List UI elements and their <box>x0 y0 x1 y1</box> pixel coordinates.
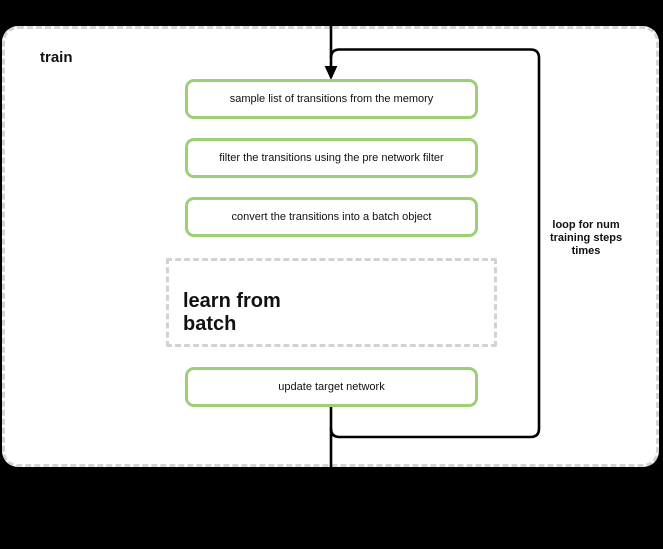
node-learn-from-batch-label: learn from batch <box>183 290 281 335</box>
node-learn-from-batch: learn from batch <box>166 258 497 347</box>
node-update-target-network: update target network <box>185 367 478 407</box>
node-sample-transitions-label: sample list of transitions from the memo… <box>229 93 434 105</box>
node-update-target-network-label: update target network <box>278 381 385 393</box>
node-convert-batch: convert the transitions into a batch obj… <box>185 197 478 237</box>
node-filter-transitions-label: filter the transitions using the pre net… <box>219 152 444 164</box>
node-filter-transitions: filter the transitions using the pre net… <box>185 138 478 178</box>
loop-annotation: loop for num training steps times <box>549 219 623 257</box>
train-subgraph-title: train <box>40 49 73 66</box>
node-sample-transitions: sample list of transitions from the memo… <box>185 79 478 119</box>
node-convert-batch-label: convert the transitions into a batch obj… <box>231 211 432 223</box>
